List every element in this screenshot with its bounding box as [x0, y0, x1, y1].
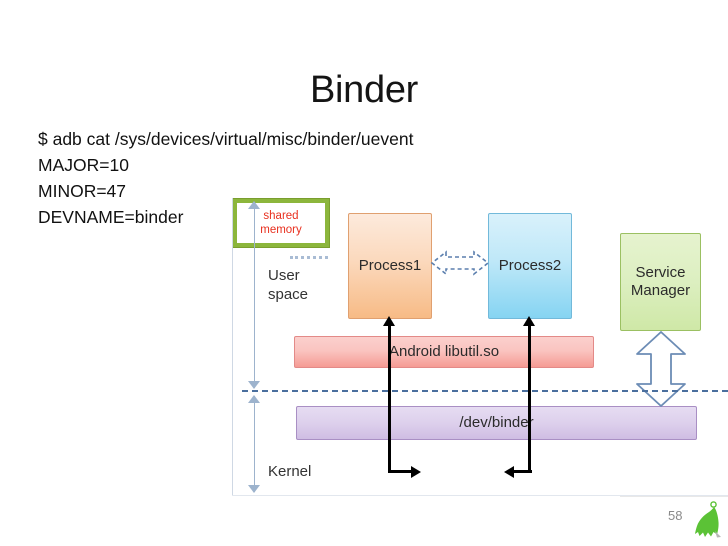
service-manager-binder-double-arrow-icon: [636, 331, 686, 407]
process1-shared-memory-connector-shaft: [388, 324, 391, 472]
process1-connector-arrow-head-up-icon: [383, 316, 395, 326]
console-line-minor: MINOR=47: [38, 181, 127, 201]
layer-label-kernel: Kernel: [268, 463, 312, 480]
node-service-manager-label-line2: Manager: [630, 282, 691, 299]
layer-label-user-space-line2: space: [268, 286, 309, 303]
node-dev-binder-label: /dev/binder: [459, 414, 534, 431]
arrow-head-up-icon: [248, 201, 260, 209]
page-number: 58: [668, 508, 683, 523]
arrow-head-down-icon: [248, 485, 260, 493]
ipc-dashed-double-arrow-icon: [430, 250, 490, 276]
node-shared-memory-inner: shared memory: [237, 203, 325, 243]
span-arrow-shaft: [254, 396, 256, 492]
process1-connector-arrow-head-right-icon: [411, 466, 421, 478]
arrow-head-up-icon: [248, 395, 260, 403]
console-line-devname: DEVNAME=binder: [38, 207, 184, 227]
layer-label-user-space: User space: [268, 266, 308, 304]
layer-label-user-space-line1: User: [268, 267, 300, 284]
node-process1-label: Process1: [358, 257, 422, 274]
node-process2[interactable]: Process2: [488, 213, 572, 319]
diagram-frame-left-edge: [232, 198, 233, 496]
node-shared-memory-label-line2: memory: [260, 224, 302, 236]
user-kernel-boundary-line: [242, 390, 728, 392]
binder-architecture-diagram: User space Kernel Process1 Process2 Serv…: [232, 198, 728, 496]
node-shared-memory-label-line1: shared: [263, 210, 299, 222]
span-arrow-shaft: [254, 202, 256, 388]
green-mascot-icon: [695, 501, 721, 538]
console-output: $ adb cat /sys/devices/virtual/misc/bind…: [38, 126, 558, 230]
arrow-head-down-icon: [248, 381, 260, 389]
diagram-frame-bottom-edge: [232, 495, 728, 496]
process2-shared-memory-connector-leg: [508, 470, 532, 473]
process2-connector-arrow-head-up-icon: [523, 316, 535, 326]
page-title: Binder: [309, 69, 419, 112]
node-service-manager-label-line1: Service: [635, 264, 686, 281]
node-service-manager-label: Service Manager: [631, 264, 690, 300]
console-line-major: MAJOR=10: [38, 155, 129, 175]
footer-divider: [620, 496, 728, 497]
kernel-span-arrow: [248, 395, 261, 493]
node-android-libutil-label: Android libutil.so: [388, 343, 500, 360]
node-android-libutil[interactable]: Android libutil.so: [294, 336, 594, 368]
user-space-span-arrow: [248, 201, 261, 389]
node-dev-binder[interactable]: /dev/binder: [296, 406, 697, 440]
process2-shared-memory-connector-shaft: [528, 324, 531, 472]
process1-shared-memory-connector-leg: [388, 470, 414, 473]
dotted-marker-line: [290, 256, 328, 259]
process2-connector-arrow-head-left-icon: [504, 466, 514, 478]
console-line-command: $ adb cat /sys/devices/virtual/misc/bind…: [38, 129, 414, 149]
node-shared-memory[interactable]: shared memory: [232, 198, 330, 248]
node-process2-label: Process2: [498, 257, 562, 274]
node-process1[interactable]: Process1: [348, 213, 432, 319]
node-service-manager[interactable]: Service Manager: [620, 233, 701, 331]
